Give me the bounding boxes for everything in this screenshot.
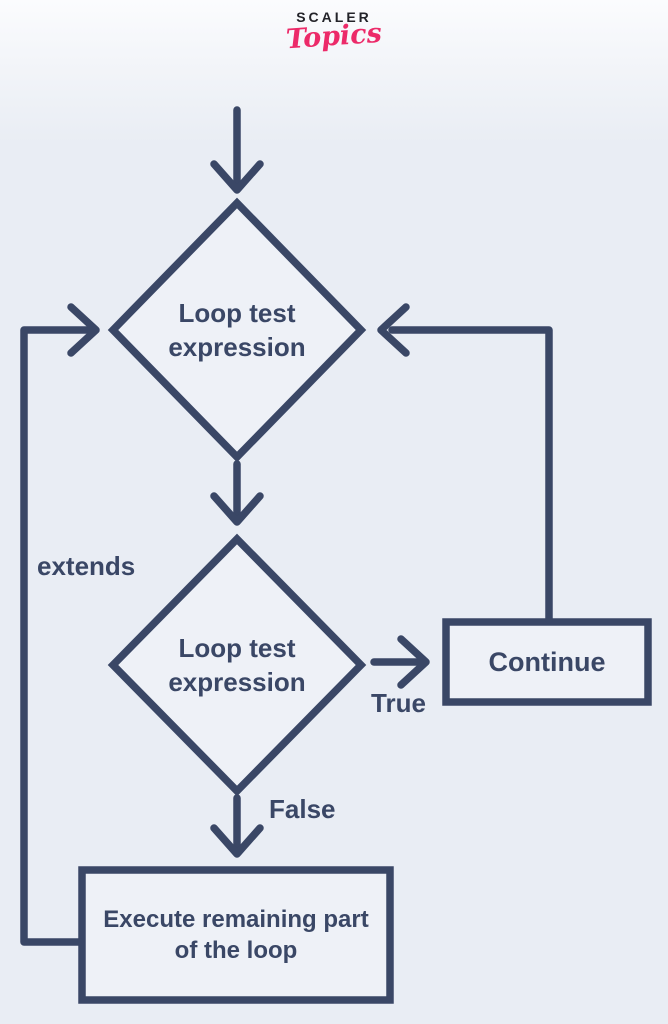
decision-bottom-diamond <box>107 533 367 797</box>
execute-box <box>78 866 394 1004</box>
true-edge-label: True <box>371 688 426 718</box>
arrowhead-left-icon <box>377 303 410 357</box>
decision-top-diamond <box>107 197 367 463</box>
decision-bottom-label: Loop test expression <box>168 633 306 697</box>
decision-top-label: Loop test expression <box>168 298 306 362</box>
entry-edge <box>210 106 264 194</box>
continue-box <box>442 618 652 706</box>
arrowhead-down-icon <box>210 824 264 858</box>
extends-edge-label: extends <box>37 551 136 581</box>
decision-connector-edge <box>210 460 264 526</box>
false-edge-label: False <box>269 794 336 824</box>
loop-back-right-edge <box>377 303 553 624</box>
continue-box-label: Continue <box>446 622 648 702</box>
topics-wordmark: Topics <box>285 17 383 56</box>
arrowhead-down-icon <box>210 160 264 194</box>
arrowhead-right-icon <box>67 303 100 357</box>
true-edge <box>370 635 430 689</box>
scaler-wordmark: SCALER <box>296 9 372 25</box>
execute-box-label: Execute remaining part of the loop <box>82 870 390 1000</box>
loop-back-right-line <box>388 326 553 624</box>
arrowhead-right-icon <box>397 635 430 689</box>
loop-back-left-line <box>20 326 94 946</box>
loop-back-left-edge <box>20 303 100 946</box>
execute-label-text: Execute remaining part of the loop <box>103 906 369 964</box>
continue-label-text: Continue <box>488 646 606 677</box>
scaler-topics-logo: SCALER Topics <box>285 9 383 55</box>
arrowhead-down-icon <box>210 492 264 526</box>
false-edge <box>210 794 264 858</box>
